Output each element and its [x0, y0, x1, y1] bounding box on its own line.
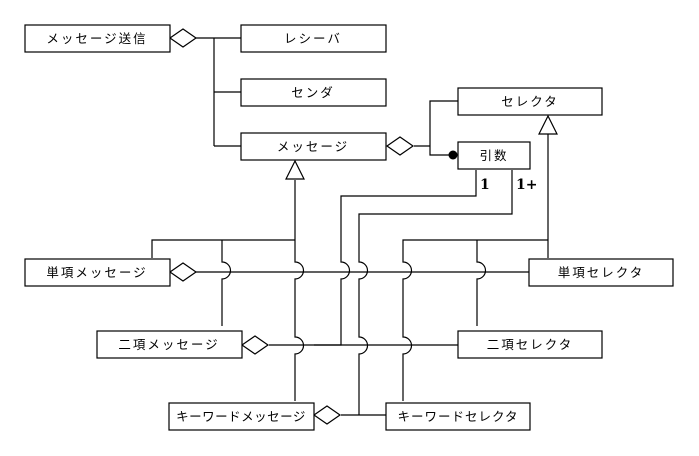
class-label: キーワードセレクタ — [397, 409, 518, 424]
connector-message-generalization — [151, 180, 305, 401]
class-label: センダ — [291, 85, 335, 100]
generalization-triangle-selector — [538, 114, 558, 135]
class-label: 単項メッセージ — [46, 265, 147, 280]
aggregation-diamond-unary — [168, 262, 198, 282]
class-label: キーワードメッセージ — [176, 409, 306, 424]
class-binary-selector[interactable]: 二項セレクタ — [457, 330, 603, 359]
multiplicity-1: 1 — [480, 177, 490, 193]
class-label: メッセージ送信 — [46, 31, 147, 46]
class-keyword-selector[interactable]: キーワードセレクタ — [385, 402, 531, 431]
connector-selector-generalization — [402, 134, 549, 401]
class-message[interactable]: メッセージ — [240, 132, 387, 161]
connector-argument-binary — [314, 170, 477, 346]
class-label: 引数 — [479, 148, 508, 163]
class-binary-message[interactable]: 二項メッセージ — [96, 330, 243, 359]
class-argument[interactable]: 引数 — [457, 141, 531, 170]
generalization-triangle-message — [285, 159, 305, 180]
class-label: メッセージ — [277, 139, 349, 154]
connector-message-selector-argument — [414, 100, 458, 156]
class-label: レシーバ — [284, 31, 342, 46]
class-message-sending[interactable]: メッセージ送信 — [24, 24, 171, 53]
aggregation-diamond-keyword — [312, 405, 342, 425]
class-label: 二項セレクタ — [487, 337, 574, 352]
class-sender[interactable]: センダ — [240, 78, 387, 107]
class-label: 二項メッセージ — [118, 337, 219, 352]
aggregation-diamond-message — [385, 136, 415, 156]
many-dot-argument — [448, 150, 458, 160]
class-label: 単項セレクタ — [558, 265, 645, 280]
connector-send-trunk — [196, 37, 241, 147]
class-keyword-message[interactable]: キーワードメッセージ — [168, 402, 315, 431]
aggregation-diamond-binary — [240, 335, 270, 355]
markers: 1 1+ — [168, 28, 558, 425]
class-unary-selector[interactable]: 単項セレクタ — [528, 258, 674, 287]
connectors — [151, 37, 549, 416]
class-unary-message[interactable]: 単項メッセージ — [24, 258, 171, 287]
class-label: セレクタ — [501, 94, 559, 109]
multiplicity-1-plus: 1+ — [516, 177, 537, 193]
class-receiver[interactable]: レシーバ — [240, 24, 387, 53]
aggregation-diamond-send — [168, 28, 198, 48]
connector-argument-keyword — [358, 170, 513, 415]
class-selector[interactable]: セレクタ — [457, 87, 603, 116]
